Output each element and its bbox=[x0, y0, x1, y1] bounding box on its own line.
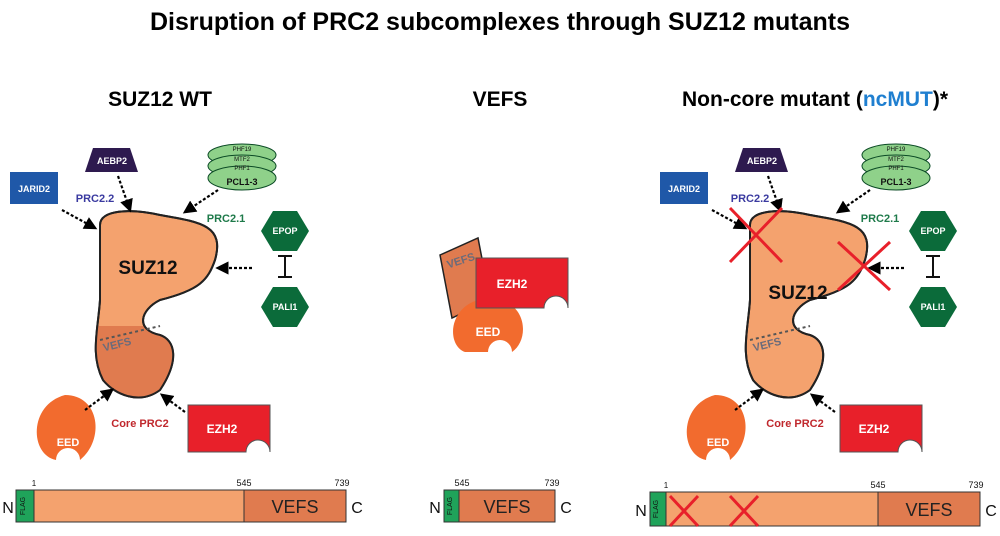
wt-ezh2-label: EZH2 bbox=[207, 422, 238, 436]
ncmut-pali1-shape bbox=[909, 287, 957, 327]
panel-title-wt: SUZ12 WT bbox=[108, 88, 212, 111]
ncmut-pcl-label: PCL1-3 bbox=[880, 177, 911, 187]
vefs-ezh2-label: EZH2 bbox=[497, 277, 528, 291]
wt-eed-shape bbox=[36, 395, 96, 460]
vefs-eed-shape bbox=[453, 298, 523, 352]
wt-jarid2-label: JARID2 bbox=[18, 184, 50, 194]
vefs-domain-bar bbox=[443, 489, 556, 523]
panel-title-ncmut: Non-core mutant (ncMUT)* bbox=[640, 88, 990, 112]
wt-pali1-label: PALI1 bbox=[273, 302, 298, 312]
ncmut-aebp2-shape bbox=[735, 148, 788, 172]
wt-pali1-shape bbox=[261, 287, 309, 327]
wt-pcl-line-1: PHF19 bbox=[233, 147, 252, 153]
ncmut-pcl-line-2: MTF2 bbox=[888, 157, 904, 163]
ncmut-ezh2-shape bbox=[839, 404, 923, 453]
ncmut-suz12-label: SUZ12 bbox=[768, 283, 827, 304]
wt-ezh2-shape bbox=[187, 404, 271, 453]
wt-epop-shape bbox=[261, 211, 309, 251]
panel-title-ncmut-post: )* bbox=[932, 88, 948, 111]
ncmut-eed-shape bbox=[686, 395, 746, 460]
ncmut-bar-mid: 545 bbox=[870, 480, 885, 490]
vefs-bar-end: 739 bbox=[544, 478, 559, 488]
ncmut-bar-c: C bbox=[985, 503, 997, 520]
wt-domain-bar bbox=[15, 489, 347, 523]
figure-title: Disruption of PRC2 subcomplexes through … bbox=[149, 8, 851, 36]
vefs-ezh2-shape bbox=[475, 257, 569, 309]
wt-bar-mid: 545 bbox=[236, 478, 251, 488]
ncmut-bar-cross-2 bbox=[728, 494, 760, 528]
wt-jarid2-box bbox=[10, 172, 58, 204]
panel-title-ncmut-pre: Non-core mutant ( bbox=[682, 88, 863, 111]
ncmut-pcl-line-1: PHF19 bbox=[887, 147, 906, 153]
vefs-eed-label: EED bbox=[476, 325, 501, 339]
ncmut-pali1-label: PALI1 bbox=[921, 302, 946, 312]
vefs-bar-flag: FLAG bbox=[447, 497, 454, 515]
ncmut-domain-bar bbox=[649, 491, 981, 527]
ncmut-core-label: Core PRC2 bbox=[766, 418, 823, 430]
wt-pcl-line-3: PHF1 bbox=[234, 166, 250, 172]
vefs-panel: VEFS EED EZH2 bbox=[439, 236, 569, 352]
ncmut-jarid2-box bbox=[660, 172, 708, 204]
wt-suz12-label: SUZ12 bbox=[118, 258, 177, 279]
wt-bar-domain: VEFS bbox=[271, 497, 318, 517]
wt-aebp2-shape bbox=[85, 148, 138, 172]
ncmut-aebp2-label: AEBP2 bbox=[747, 156, 777, 166]
ncmut-epop-label: EPOP bbox=[920, 226, 945, 236]
ncmut-panel: SUZ12 VEFS JARID2 AEBP2 PHF19 MTF2 PHF1 … bbox=[660, 143, 957, 460]
ncmut-pcl-stack bbox=[861, 143, 931, 191]
ncmut-arrows bbox=[711, 175, 904, 413]
wt-bar-c: C bbox=[351, 500, 363, 517]
wt-aebp2-label: AEBP2 bbox=[97, 156, 127, 166]
vefs-bar-n: N bbox=[429, 500, 441, 517]
wt-core-label: Core PRC2 bbox=[111, 418, 168, 430]
wt-prc21-label: PRC2.1 bbox=[207, 213, 246, 225]
ncmut-pcl-line-3: PHF1 bbox=[888, 166, 904, 172]
ncmut-eed-label: EED bbox=[707, 437, 730, 449]
ncmut-jarid2-label: JARID2 bbox=[668, 184, 700, 194]
wt-arrows bbox=[61, 175, 252, 413]
wt-bar-flag: FLAG bbox=[20, 497, 27, 515]
wt-pcl-label: PCL1-3 bbox=[226, 177, 257, 187]
ncmut-bar-flag: FLAG bbox=[653, 500, 660, 518]
wt-bar-end: 739 bbox=[334, 478, 349, 488]
ncmut-inhibit-bar bbox=[926, 255, 940, 278]
wt-suz12-shape bbox=[94, 210, 219, 399]
ncmut-ezh2-label: EZH2 bbox=[859, 422, 890, 436]
ncmut-cross-prc22 bbox=[728, 206, 784, 264]
ncmut-bar-cross-1 bbox=[668, 494, 700, 528]
ncmut-prc21-label: PRC2.1 bbox=[861, 213, 900, 225]
vefs-bar-start: 545 bbox=[454, 478, 469, 488]
wt-eed-label: EED bbox=[57, 437, 80, 449]
vefs-bar-domain: VEFS bbox=[483, 497, 530, 517]
wt-inhibit-bar bbox=[278, 255, 292, 278]
ncmut-bar-domain: VEFS bbox=[905, 500, 952, 520]
panel-title-ncmut-highlight: ncMUT bbox=[862, 88, 933, 111]
ncmut-bar-end: 739 bbox=[968, 480, 983, 490]
ncmut-epop-shape bbox=[909, 211, 957, 251]
wt-bar-start: 1 bbox=[32, 479, 37, 488]
ncmut-cross-prc21 bbox=[836, 240, 892, 292]
vefs-bar-c: C bbox=[560, 500, 572, 517]
wt-bar-n: N bbox=[2, 500, 14, 517]
wt-prc22-label: PRC2.2 bbox=[76, 193, 115, 205]
wt-pcl-line-2: MTF2 bbox=[234, 157, 250, 163]
panel-title-vefs: VEFS bbox=[472, 88, 528, 111]
ncmut-bar-start: 1 bbox=[664, 481, 669, 490]
wt-panel: SUZ12 VEFS JARID2 AEBP2 PHF19 MTF2 PHF1 … bbox=[10, 143, 309, 460]
wt-pcl-stack bbox=[207, 143, 277, 191]
ncmut-bar-n: N bbox=[635, 503, 647, 520]
wt-epop-label: EPOP bbox=[272, 226, 297, 236]
ncmut-prc22-label: PRC2.2 bbox=[731, 193, 770, 205]
